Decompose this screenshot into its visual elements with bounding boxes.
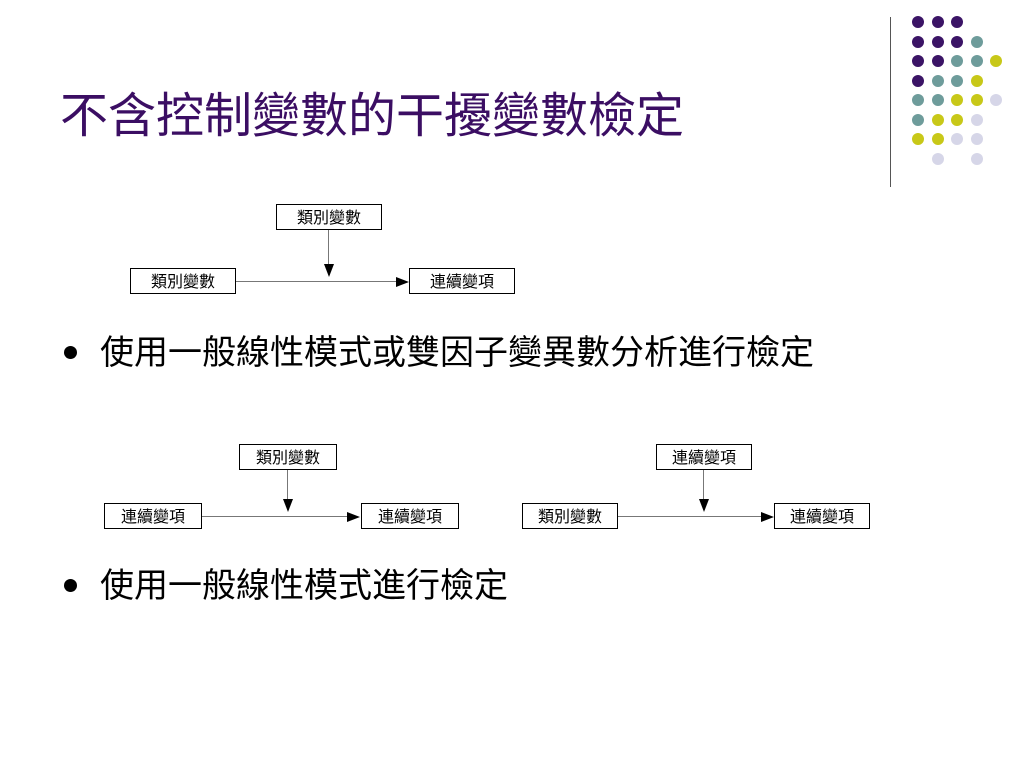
decorative-dot	[931, 152, 944, 165]
decorative-dot	[951, 74, 963, 87]
decorative-dot	[970, 113, 983, 126]
decorative-dot-grid	[0, 0, 1024, 200]
decorative-dot	[951, 35, 963, 48]
decorative-dot	[951, 113, 963, 126]
diagram-2-left-box: 連續變項	[104, 503, 202, 529]
decorative-dot	[970, 152, 983, 165]
decorative-dot	[970, 55, 983, 67]
decorative-dot	[912, 94, 924, 106]
decorative-dot	[951, 94, 963, 106]
decorative-dot	[951, 133, 963, 145]
decorative-dot	[912, 35, 924, 48]
title-divider-line	[890, 17, 891, 187]
bullet-2-text: 使用一般線性模式進行檢定	[100, 566, 508, 606]
diagram-3-left-box: 類別變數	[522, 503, 618, 529]
diagram-3-top-box: 連續變項	[656, 444, 752, 470]
decorative-dot	[912, 16, 924, 28]
diagram-1-vertical-connector	[328, 230, 329, 265]
decorative-dot	[931, 133, 944, 145]
diagram-2-vertical-connector	[287, 470, 288, 500]
decorative-dot	[990, 55, 1002, 67]
diagram-3-right-arrow-icon	[761, 512, 774, 522]
decorative-dot	[931, 55, 944, 67]
diagram-3-right-box: 連續變項	[774, 503, 870, 529]
slide-title: 不含控制變數的干擾變數檢定	[60, 88, 685, 144]
decorative-dot	[990, 94, 1002, 106]
diagram-2-down-arrow-icon	[283, 499, 293, 512]
decorative-dot	[951, 16, 963, 28]
diagram-1-right-arrow-icon	[396, 277, 409, 287]
diagram-3-down-arrow-icon	[699, 499, 709, 512]
decorative-dot	[912, 74, 924, 87]
bullet-2-marker	[64, 579, 77, 592]
bullet-1-marker	[64, 346, 77, 359]
diagram-3-horizontal-connector	[618, 516, 761, 517]
decorative-dot	[951, 55, 963, 67]
decorative-dot	[931, 35, 944, 48]
decorative-dot	[931, 113, 944, 126]
diagram-2-top-box: 類別變數	[239, 444, 337, 470]
diagram-2-horizontal-connector	[202, 516, 347, 517]
diagram-3-vertical-connector	[703, 470, 704, 500]
diagram-1-down-arrow-icon	[324, 264, 334, 277]
decorative-dot	[931, 16, 944, 28]
bullet-1-text: 使用一般線性模式或雙因子變異數分析進行檢定	[100, 333, 814, 373]
diagram-1-right-box: 連續變項	[409, 268, 515, 294]
decorative-dot	[970, 35, 983, 48]
diagram-2-right-box: 連續變項	[361, 503, 459, 529]
decorative-dot	[970, 133, 983, 145]
diagram-1-horizontal-connector	[236, 281, 396, 282]
decorative-dot	[970, 94, 983, 106]
decorative-dot	[931, 74, 944, 87]
diagram-2-right-arrow-icon	[347, 512, 360, 522]
decorative-dot	[912, 113, 924, 126]
decorative-dot	[912, 55, 924, 67]
diagram-1-top-box: 類別變數	[276, 204, 382, 230]
decorative-dot	[970, 74, 983, 87]
decorative-dot	[912, 133, 924, 145]
diagram-1-left-box: 類別變數	[130, 268, 236, 294]
decorative-dot	[931, 94, 944, 106]
